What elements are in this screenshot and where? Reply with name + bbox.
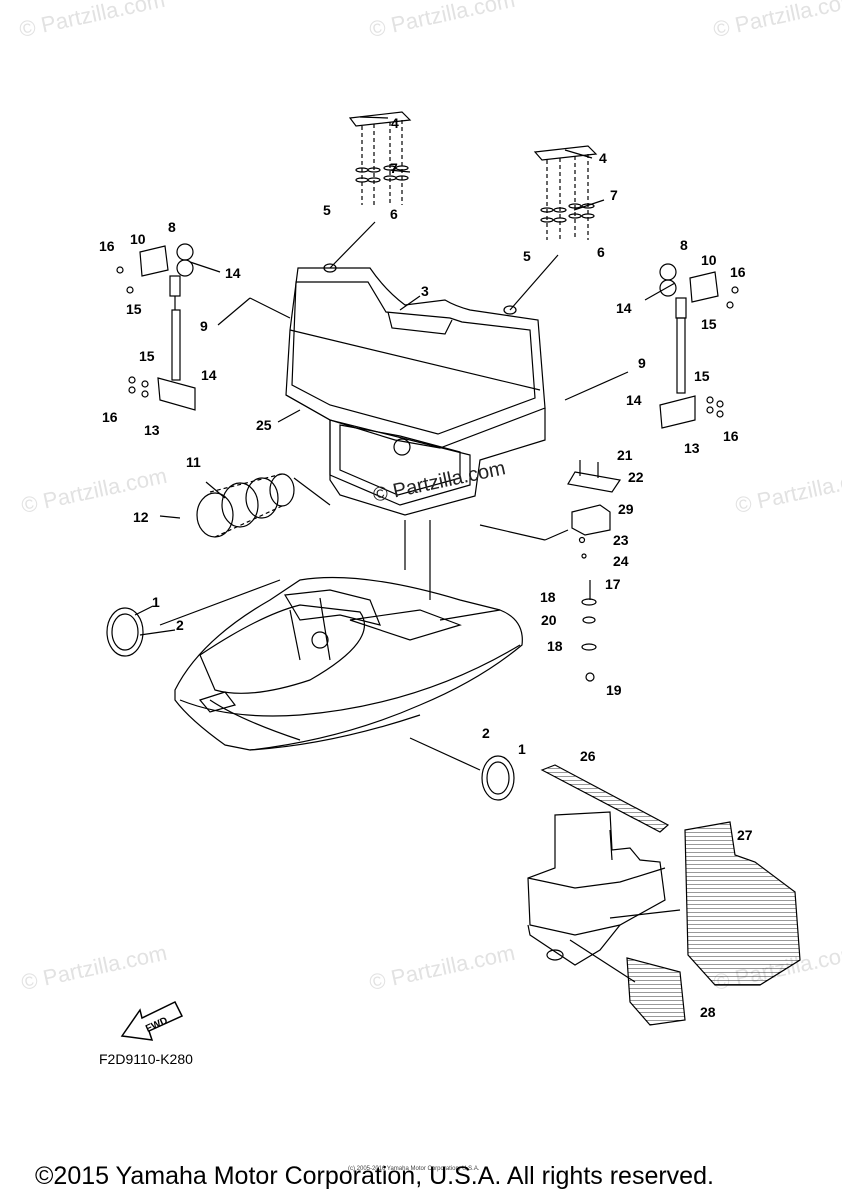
callout-1: 1 xyxy=(152,594,160,610)
callout-19: 19 xyxy=(606,682,622,698)
callout-16: 16 xyxy=(730,264,746,280)
callout-22: 22 xyxy=(628,469,644,485)
callout-8: 8 xyxy=(168,219,176,235)
boat-hull xyxy=(159,520,523,751)
callout-26: 26 xyxy=(580,748,596,764)
callout-4: 4 xyxy=(391,115,399,131)
floor-mat-small xyxy=(626,957,686,1026)
callout-15: 15 xyxy=(701,316,717,332)
callout-16: 16 xyxy=(102,409,118,425)
callout-18: 18 xyxy=(540,589,556,605)
callout-14: 14 xyxy=(225,265,241,281)
gas-strut-right xyxy=(564,263,739,429)
callout-17: 17 xyxy=(605,576,621,592)
bracket-assembly xyxy=(479,460,622,682)
callout-16: 16 xyxy=(99,238,115,254)
callout-21: 21 xyxy=(617,447,633,463)
callout-11: 11 xyxy=(186,454,201,470)
callout-13: 13 xyxy=(684,440,700,456)
callout-9: 9 xyxy=(200,318,208,334)
callout-7: 7 xyxy=(610,187,618,203)
callout-3: 3 xyxy=(421,283,429,299)
callout-24: 24 xyxy=(613,553,629,569)
storage-tray xyxy=(527,811,666,966)
fwd-arrow: FWD xyxy=(120,1001,184,1041)
callout-18: 18 xyxy=(547,638,563,654)
callout-14: 14 xyxy=(616,300,632,316)
hatch-lid-part xyxy=(285,263,546,516)
floor-mat-large xyxy=(684,821,801,986)
mat-strip xyxy=(540,764,670,833)
callout-27: 27 xyxy=(737,827,753,843)
callout-12: 12 xyxy=(133,509,149,525)
hinge-set-left xyxy=(329,111,412,269)
callout-7: 7 xyxy=(390,160,398,176)
callout-6: 6 xyxy=(390,206,398,222)
callout-9: 9 xyxy=(638,355,646,371)
port-ring-left xyxy=(106,607,144,657)
callout-2: 2 xyxy=(482,725,490,741)
small-copyright: (c) 2005-2016 Yamaha Motor Corporation, … xyxy=(348,1166,480,1172)
copyright-footer: ©2015 Yamaha Motor Corporation, U.S.A. A… xyxy=(35,1162,714,1190)
gas-strut-left xyxy=(116,243,291,411)
callout-5: 5 xyxy=(523,248,531,264)
callout-14: 14 xyxy=(201,367,217,383)
callout-23: 23 xyxy=(613,532,629,548)
callout-20: 20 xyxy=(541,612,557,628)
callout-25: 25 xyxy=(256,417,272,433)
callout-13: 13 xyxy=(144,422,160,438)
callout-5: 5 xyxy=(323,202,331,218)
hinge-set-right xyxy=(509,145,598,311)
callout-15: 15 xyxy=(694,368,710,384)
callout-2: 2 xyxy=(176,617,184,633)
callout-16: 16 xyxy=(723,428,739,444)
callout-29: 29 xyxy=(618,501,634,517)
callout-10: 10 xyxy=(130,231,146,247)
callout-28: 28 xyxy=(700,1004,716,1020)
callout-6: 6 xyxy=(597,244,605,260)
callout-15: 15 xyxy=(139,348,155,364)
diagram-code: F2D9110-K280 xyxy=(99,1051,193,1067)
callout-15: 15 xyxy=(126,301,142,317)
vent-cover-assembly xyxy=(196,473,331,538)
callout-8: 8 xyxy=(680,237,688,253)
port-ring-right xyxy=(481,755,515,801)
callout-1: 1 xyxy=(518,741,526,757)
callout-4: 4 xyxy=(599,150,607,166)
callout-14: 14 xyxy=(626,392,642,408)
callout-10: 10 xyxy=(701,252,717,268)
